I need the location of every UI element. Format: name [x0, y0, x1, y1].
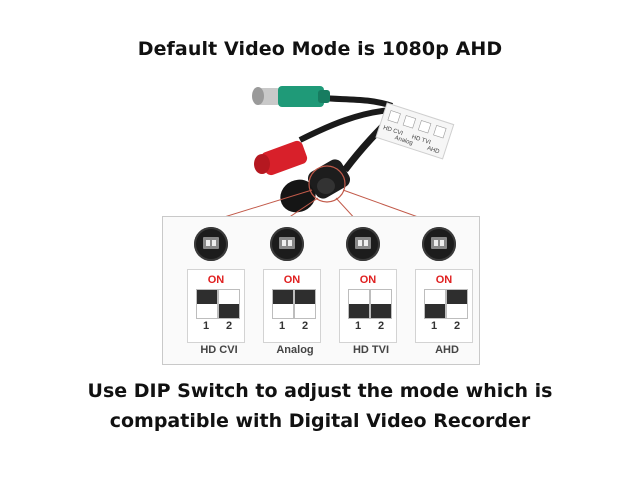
dip-connector-icon — [194, 227, 228, 261]
mode-ahd: ON 1 2 AHD — [403, 217, 473, 364]
dip-label-sticker: HD CVI Analog HD TVI AHD — [375, 102, 455, 160]
caption-line-2: compatible with Digital Video Recorder — [109, 410, 531, 432]
switch-2 — [294, 289, 316, 319]
switch-2 — [370, 289, 392, 319]
switch-2 — [218, 289, 240, 319]
switch-number-2: 2 — [301, 320, 309, 332]
dip-switch-panel: ON 1 2 HD CVI ON 1 2 Analog ON 1 2 — [162, 216, 480, 365]
red-power-connector — [254, 140, 308, 176]
page-title: Default Video Mode is 1080p AHD — [137, 38, 503, 60]
dip-connector-icon — [270, 227, 304, 261]
dip-connector-icon — [346, 227, 380, 261]
sticker-label-analog: Analog — [394, 135, 414, 146]
switch-number-2: 2 — [225, 320, 233, 332]
on-label: ON — [283, 274, 301, 286]
dip-switch-box: ON 1 2 — [187, 269, 245, 343]
switch-1 — [196, 289, 218, 319]
sticker-label-tvi: HD TVI — [411, 134, 432, 146]
mode-label: HD CVI — [200, 344, 238, 356]
instruction-caption: Use DIP Switch to adjust the mode which … — [0, 376, 640, 436]
sticker-label-ahd: AHD — [426, 146, 441, 156]
dip-switch-box: ON 1 2 — [415, 269, 473, 343]
on-label: ON — [359, 274, 377, 286]
dip-switch-box: ON 1 2 — [339, 269, 397, 343]
switch-number-2: 2 — [453, 320, 461, 332]
mode-hd-cvi: ON 1 2 HD CVI — [175, 217, 245, 364]
mode-label: Analog — [276, 344, 314, 356]
mode-label: AHD — [435, 344, 459, 356]
black-dip-connector — [280, 159, 351, 213]
switch-number-1: 1 — [202, 320, 210, 332]
switch-number-1: 1 — [354, 320, 362, 332]
switch-1 — [272, 289, 294, 319]
caption-line-1: Use DIP Switch to adjust the mode which … — [87, 380, 553, 402]
on-label: ON — [435, 274, 453, 286]
mode-label: HD TVI — [352, 344, 390, 356]
on-label: ON — [207, 274, 225, 286]
cable-2 — [298, 107, 393, 143]
mode-analog: ON 1 2 Analog — [251, 217, 321, 364]
switch-number-1: 1 — [430, 320, 438, 332]
switch-1 — [424, 289, 446, 319]
dip-connector-icon — [422, 227, 456, 261]
cable-1 — [321, 95, 394, 109]
switch-1 — [348, 289, 370, 319]
dip-switch-box: ON 1 2 — [263, 269, 321, 343]
camera-cable-photo: HD CVI Analog HD TVI AHD — [212, 86, 455, 220]
switch-number-2: 2 — [377, 320, 385, 332]
green-video-connector — [252, 86, 330, 107]
switch-number-1: 1 — [278, 320, 286, 332]
mode-hd-tvi: ON 1 2 HD TVI — [327, 217, 397, 364]
highlight-circle — [308, 165, 346, 203]
switch-2 — [446, 289, 468, 319]
